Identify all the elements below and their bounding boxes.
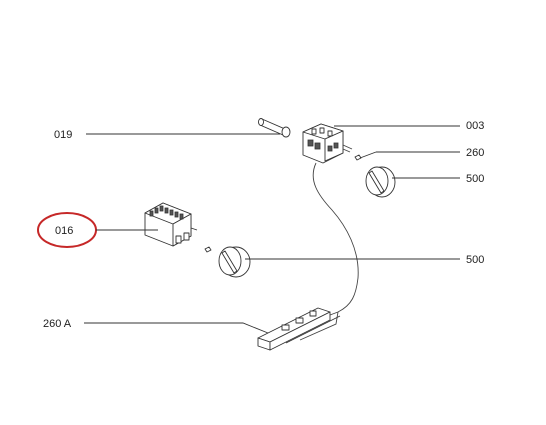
part-500-knob-mid — [218, 246, 251, 278]
part-500-knob-top — [365, 166, 396, 198]
callout-500-top: 500 — [466, 173, 484, 185]
part-003-thermostat — [302, 123, 353, 164]
callout-019: 019 — [54, 129, 72, 141]
callout-500-mid: 500 — [466, 254, 484, 266]
callout-003: 003 — [466, 120, 484, 132]
part-small-clip — [204, 246, 212, 253]
leader-260 — [359, 151, 377, 159]
part-019-pin — [258, 118, 291, 138]
callout-260: 260 — [466, 147, 484, 159]
capillary-wire-tail — [299, 311, 339, 341]
callout-260a: 260 A — [43, 318, 72, 330]
callout-016: 016 — [55, 225, 73, 237]
capillary-wire — [312, 162, 359, 319]
part-260a-bracket — [257, 307, 341, 351]
leader-260a — [84, 322, 269, 334]
part-016-selector-switch — [144, 202, 198, 247]
